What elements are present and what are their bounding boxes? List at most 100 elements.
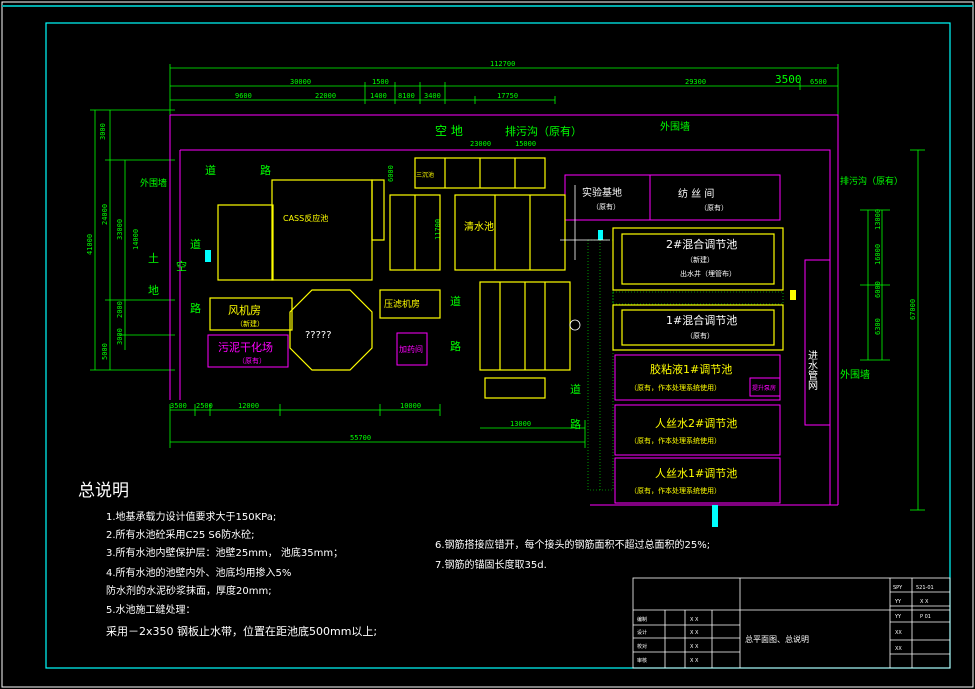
- dim-mid-vert: 11700: [434, 219, 442, 240]
- tb-row-label-1: 编制: [637, 616, 647, 623]
- label-rensi2: 人丝水2#调节池: [655, 417, 737, 430]
- label-jiayaofang: 加药间: [399, 344, 423, 354]
- dim-bottom-left-2: 2500: [196, 402, 213, 410]
- dim-right-vert-3: 6000: [874, 281, 882, 298]
- tb-row-val-2: X X: [690, 630, 699, 636]
- label-pump: 提升泵房: [752, 384, 776, 392]
- label-paiwugou-top: 排污沟（原有）: [505, 124, 582, 138]
- note-line-3: 3.所有水池内壁保护层：池壁25mm， 池底35mm；: [106, 546, 343, 559]
- title-block-texts: 总平面图、总说明 编制 设计 校对 审核 X X X X X X X X SPY…: [637, 585, 934, 664]
- dim-right-vert-4: 6300: [874, 318, 882, 335]
- label-kongdi: 空 地: [435, 124, 463, 138]
- label-rensi1: 人丝水1#调节池: [655, 467, 737, 480]
- dim-bottom-right: 13000: [510, 420, 531, 428]
- symbols: [205, 185, 796, 527]
- label-waiweiqiang-right: 外围墙: [840, 368, 870, 381]
- label-fangsi: 纺 丝 间: [678, 187, 714, 200]
- note-line-2: 2.所有水池砼采用C25 S6防水砼;: [106, 528, 255, 541]
- site-walls: [169, 114, 839, 506]
- note-line-6: 5.水池施工缝处理：: [106, 603, 196, 616]
- tb-right-row-2b: P 01: [920, 614, 931, 620]
- label-road-mid2: 路: [450, 340, 461, 353]
- label-road-left: 道: [190, 237, 201, 251]
- tb-row-val-4: X X: [690, 658, 699, 664]
- border-frame: [45, 22, 951, 669]
- label-tudi: 土: [148, 252, 159, 265]
- label-road-top: 道: [205, 163, 216, 177]
- dim-bottom-total: 55700: [350, 434, 371, 442]
- label-road-bottom2: 路: [570, 418, 581, 431]
- dim-right-vert-2: 16000: [874, 244, 882, 265]
- label-paiwugou-right: 排污沟（原有）: [840, 175, 903, 187]
- label-qingshuichi: 清水池: [464, 220, 494, 233]
- dim-left-vert-4: 33000: [116, 219, 124, 240]
- note-line-7: 采用－2x350 钢板止水带，位置在距池底500mm以上;: [106, 624, 377, 638]
- label-sanding: 三沉池: [416, 171, 434, 179]
- dim-top-seg-6: 8100: [398, 92, 415, 100]
- label-fengjifang-sub: （新建）: [236, 319, 264, 328]
- note-line-9: 7.钢筋的锚固长度取35d.: [435, 558, 547, 571]
- dim-misc-1: 23000: [470, 140, 491, 148]
- label-jiaonian1-sub: （原有，作本处理系统使用）: [630, 383, 721, 392]
- note-line-8: 6.钢筋搭接应错开，每个接头的钢筋面积不超过总面积的25%;: [435, 538, 710, 551]
- note-line-4: 4.所有水池的池壁内外、池底均用掺入5%: [106, 566, 291, 579]
- label-road-left2: 路: [190, 302, 201, 315]
- tanks: [209, 157, 784, 399]
- dim-left-vert-3: 24000: [101, 204, 109, 225]
- valve-symbol: [205, 250, 211, 262]
- general-notes: 总说明 1.地基承载力设计值要求大于150KPa; 2.所有水池砼采用C25 S…: [78, 481, 710, 638]
- label-hunhe2-sub: （新建）: [686, 255, 714, 264]
- dim-top-seg-5: 1400: [370, 92, 387, 100]
- dim-right-vert-5: 67000: [909, 299, 917, 320]
- label-road-mid: 道: [450, 294, 461, 308]
- pump-symbol: [598, 230, 603, 240]
- label-cass: CASS反应池: [283, 213, 328, 223]
- label-jiaonian1: 胶粘液1#调节池: [650, 362, 732, 376]
- tb-right-row-2a: YY: [894, 614, 902, 620]
- dim-left-vert-5: 14000: [132, 229, 140, 250]
- label-pipe-note: 出水井（埋管布）: [680, 269, 736, 278]
- tb-right-top-1: SPY: [893, 585, 903, 591]
- notes-title: 总说明: [78, 481, 129, 501]
- dim-left-vert-6: 2000: [116, 301, 124, 318]
- tb-right-row-1b: X X: [920, 599, 929, 605]
- tb-drawing-name: 总平面图、总说明: [745, 634, 809, 644]
- label-yalvjifang: 压滤机房: [384, 298, 420, 310]
- label-octagon: ?????: [305, 330, 332, 341]
- dim-top-seg-8: 17750: [497, 92, 518, 100]
- dim-left-vert-2: 41000: [86, 234, 94, 255]
- label-waiweiqiang-left: 外围墙: [140, 177, 167, 189]
- label-hunhe1-sub: （原有）: [686, 331, 714, 340]
- label-hunhe1: 1#混合调节池: [666, 313, 737, 327]
- dim-right-top-a: 29300: [685, 78, 706, 86]
- tb-right-top-2: 521-01: [916, 585, 934, 591]
- dim-left-vert-8: 5000: [101, 343, 109, 360]
- label-hunhe2: 2#混合调节池: [666, 237, 737, 251]
- label-fengjifang: 风机房: [228, 303, 261, 317]
- tb-row-label-4: 审核: [637, 657, 647, 664]
- dim-top-seg-1: 30000: [290, 78, 311, 86]
- dimension-texts: 112700 30000 1500 9600 22000 1400 8100 3…: [86, 60, 917, 442]
- title-block: [632, 577, 951, 669]
- dim-top-seg-2: 1500: [372, 78, 389, 86]
- dim-left-vert-7: 3000: [116, 328, 124, 345]
- note-line-5: 防水剂的水泥砂浆抹面，厚度20mm;: [106, 584, 272, 597]
- dim-right-top-big: 3500: [775, 73, 802, 86]
- tb-right-row-1a: YY: [894, 599, 902, 605]
- label-fangsi-sub: （原有）: [700, 203, 728, 212]
- label-rensi1-sub: （原有，作本处理系统使用）: [630, 486, 721, 495]
- label-road-bottom: 道: [570, 382, 581, 396]
- label-road-top2: 路: [260, 164, 271, 177]
- dim-top-seg-7: 3400: [424, 92, 441, 100]
- site-labels: 空 地 排污沟（原有） 外围墙 外围墙 外围墙 排污沟（原有） 道 路 道 路 …: [140, 120, 903, 495]
- label-kongdi2: 空: [176, 259, 187, 273]
- dim-bottom-mid: 10000: [400, 402, 421, 410]
- note-line-1: 1.地基承载力设计值要求大于150KPa;: [106, 510, 276, 523]
- dim-right-vert-1: 13000: [874, 209, 882, 230]
- frame-edge-top: [2, 5, 973, 7]
- dimension-lines: [90, 64, 925, 511]
- label-lab-sub: （原有）: [592, 202, 620, 211]
- dim-bottom-left-3: 12000: [238, 402, 259, 410]
